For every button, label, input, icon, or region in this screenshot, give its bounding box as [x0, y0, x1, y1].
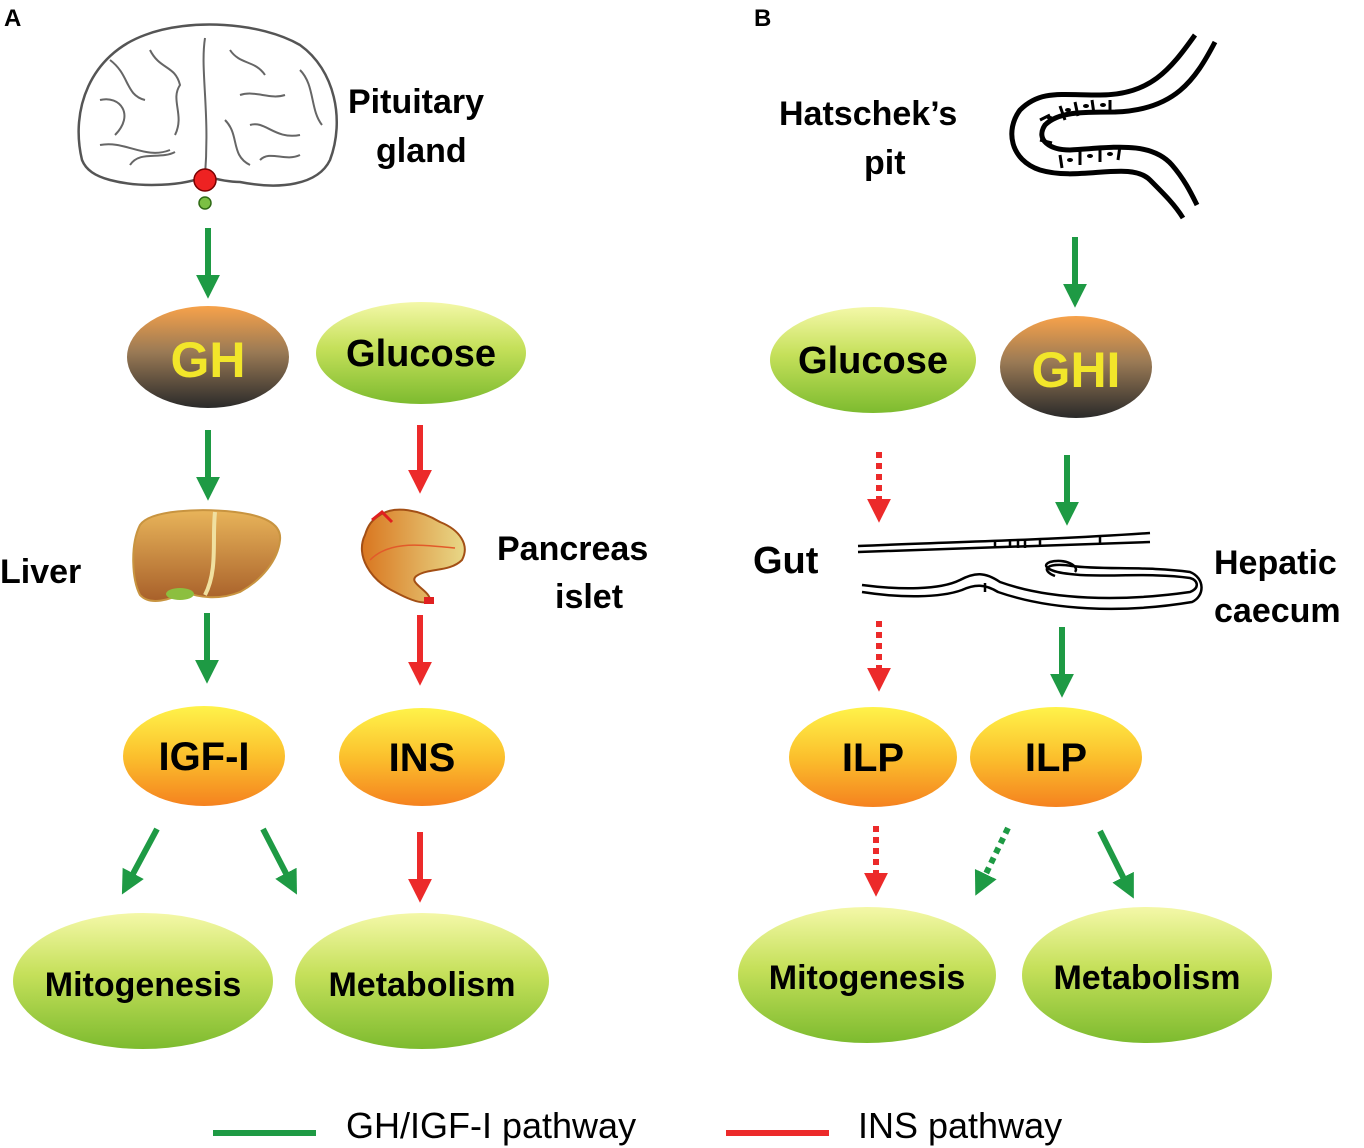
arrow-ilp-metabolism: [1097, 829, 1134, 899]
gh-node: GH: [127, 306, 289, 408]
gh-label: GH: [171, 332, 246, 388]
mitogenesis-label-a: Mitogenesis: [45, 966, 241, 1004]
legend-gh-label: GH/IGF-I pathway: [346, 1105, 636, 1146]
pancreas-islet-label: Pancreas islet: [497, 530, 658, 616]
metabolism-label-b: Metabolism: [1053, 959, 1240, 997]
pancreas-icon: [360, 508, 466, 604]
metabolism-node-b: Metabolism: [1022, 907, 1272, 1043]
liver-icon: [132, 509, 282, 602]
ilp-node-right: ILP: [970, 707, 1142, 807]
hatscheks-pit-label: Hatschek’s pit: [779, 95, 967, 182]
hepatic-line-1: Hepatic: [1214, 544, 1337, 582]
arrow-ilp-mitogenesis-dashed: [974, 826, 1011, 896]
mitogenesis-node-a: Mitogenesis: [13, 913, 273, 1049]
hatscheks-pit-icon: [1009, 33, 1218, 220]
arrow-igf-metabolism: [260, 827, 297, 895]
pancreas-line-1: Pancreas: [497, 530, 648, 568]
mitogenesis-label-b: Mitogenesis: [769, 959, 965, 997]
pituitary-line-1: Pituitary: [348, 83, 484, 121]
ilp-label-left: ILP: [842, 736, 904, 780]
hatschek-line-1: Hatschek’s: [779, 95, 957, 133]
gut-icon: [857, 531, 1203, 611]
legend-ins-label: INS pathway: [858, 1105, 1062, 1146]
brain-icon: [77, 23, 338, 187]
igf-node: IGF-I: [123, 706, 285, 806]
glucose-node-b: Glucose: [770, 307, 976, 413]
metabolism-node-a: Metabolism: [295, 913, 549, 1049]
glucose-label-b: Glucose: [798, 340, 948, 382]
ins-node: INS: [339, 708, 505, 806]
pancreas-line-2: islet: [555, 578, 623, 616]
pituitary-red-icon: [193, 168, 217, 192]
liver-label: Liver: [0, 553, 81, 591]
arrow-igf-mitogenesis: [121, 827, 160, 895]
ghi-label: GHI: [1032, 342, 1121, 398]
glucose-label-a: Glucose: [346, 333, 496, 375]
hepatic-line-2: caecum: [1214, 592, 1341, 630]
ilp-node-left: ILP: [789, 707, 957, 807]
pituitary-green-icon: [198, 196, 212, 210]
legend: GH/IGF-I pathway INS pathway: [213, 1105, 1062, 1146]
hepatic-caecum-label: Hepatic caecum: [1214, 544, 1346, 630]
ghi-node: GHI: [1000, 316, 1152, 418]
panel-b-letter: B: [754, 5, 771, 32]
ilp-label-right: ILP: [1025, 736, 1087, 780]
igf-label: IGF-I: [158, 735, 249, 779]
pituitary-gland-label: Pituitary gland: [348, 83, 494, 170]
metabolism-label-a: Metabolism: [328, 966, 515, 1004]
mitogenesis-node-b: Mitogenesis: [738, 907, 996, 1043]
pituitary-line-2: gland: [376, 132, 467, 170]
hatschek-line-2: pit: [864, 144, 906, 182]
glucose-node-a: Glucose: [316, 302, 526, 404]
ins-label: INS: [389, 736, 456, 780]
panel-a-letter: A: [4, 5, 21, 32]
gut-label: Gut: [753, 540, 819, 582]
